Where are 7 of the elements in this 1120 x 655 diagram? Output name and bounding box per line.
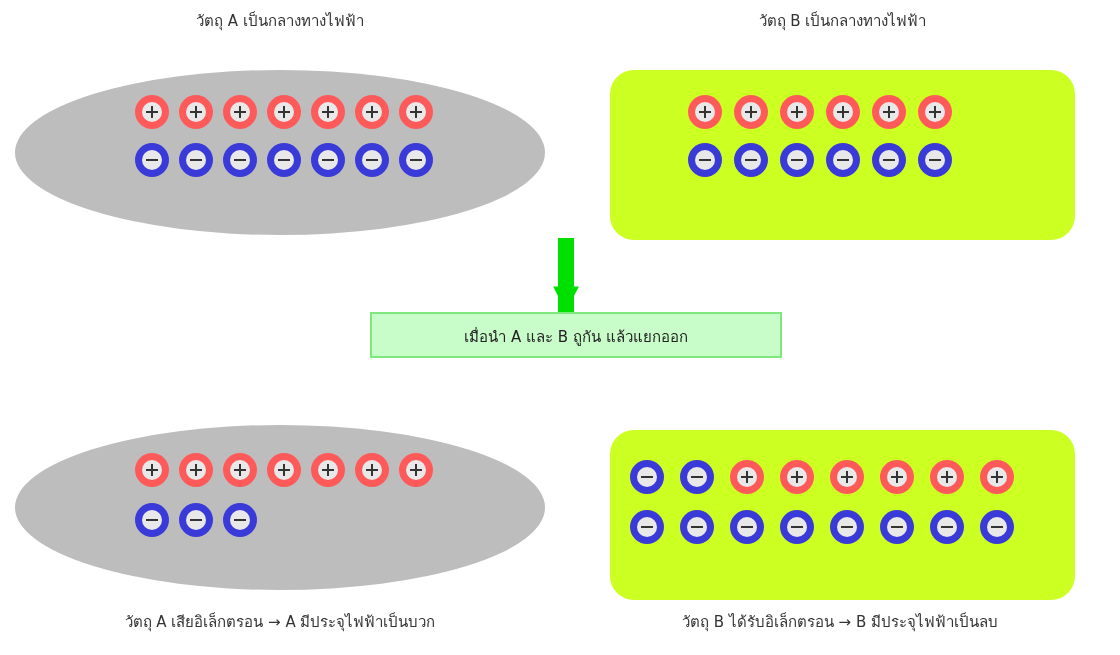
object-heading: วัตถุ A เป็นกลางทางไฟฟ้า	[195, 10, 365, 33]
result-caption: วัตถุ B ได้รับอิเล็กตรอน → B มีประจุไฟฟ้าเป็นลบ	[681, 611, 999, 634]
object-heading: วัตถุ B เป็นกลางทางไฟฟ้า	[757, 10, 928, 33]
result-caption: วัตถุ A เสียอิเล็กตรอน → A มีประจุไฟฟ้าเป็นบวก	[123, 611, 437, 634]
step-box	[370, 312, 782, 358]
step-text: เมื่อนำ A และ B ถูกัน แล้วแยกออก	[463, 326, 689, 348]
arrow	[553, 238, 579, 312]
